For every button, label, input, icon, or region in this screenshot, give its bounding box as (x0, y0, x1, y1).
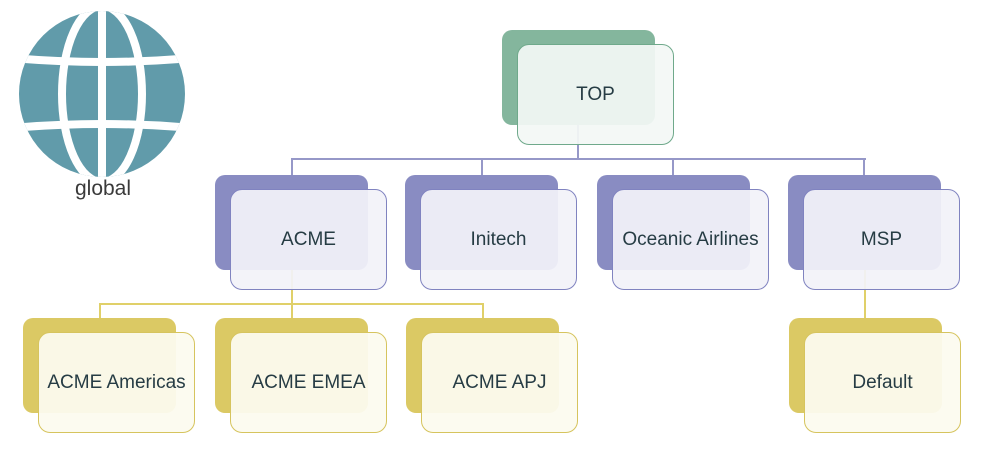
org-node-default-front-card[interactable]: Default (804, 332, 961, 433)
org-node-acme-americas-label: ACME Americas (47, 371, 186, 393)
org-node-top[interactable]: TOP (502, 30, 674, 146)
connector-drop-msp (863, 158, 865, 176)
org-node-oceanic-airlines[interactable]: Oceanic Airlines (597, 175, 769, 291)
org-node-acme-emea-front-card[interactable]: ACME EMEA (230, 332, 387, 433)
org-node-acme-apj-front-card[interactable]: ACME APJ (421, 332, 578, 433)
org-node-acme-americas[interactable]: ACME Americas (23, 318, 195, 434)
org-node-oceanic-airlines-label: Oceanic Airlines (622, 228, 759, 250)
org-node-acme-emea[interactable]: ACME EMEA (215, 318, 387, 434)
org-node-top-front-card[interactable]: TOP (517, 44, 674, 145)
org-node-initech-label: Initech (470, 228, 527, 250)
org-node-msp-front-card[interactable]: MSP (803, 189, 960, 290)
globe-icon[interactable] (17, 9, 187, 179)
org-node-msp-label: MSP (860, 228, 903, 250)
org-node-initech[interactable]: Initech (405, 175, 577, 291)
connector-msp-default (864, 260, 866, 320)
org-node-oceanic-airlines-front-card[interactable]: Oceanic Airlines (612, 189, 769, 290)
org-node-acme-label: ACME (281, 228, 336, 250)
org-node-msp[interactable]: MSP (788, 175, 960, 291)
org-node-acme-front-card[interactable]: ACME (230, 189, 387, 290)
connector-drop-acme-emea (291, 303, 293, 320)
connector-level2-bus (291, 158, 866, 160)
connector-drop-oceanic (672, 158, 674, 176)
org-node-top-label: TOP (576, 83, 615, 105)
org-node-acme-apj-label: ACME APJ (452, 371, 547, 393)
org-node-default-label: Default (852, 371, 913, 393)
org-node-acme-americas-front-card[interactable]: ACME Americas (38, 332, 195, 433)
org-node-acme-apj[interactable]: ACME APJ (406, 318, 578, 434)
org-node-acme-emea-label: ACME EMEA (251, 371, 366, 393)
connector-drop-acme-americas (99, 303, 101, 320)
org-node-default[interactable]: Default (789, 318, 961, 434)
globe-label: global (74, 177, 132, 200)
org-node-initech-front-card[interactable]: Initech (420, 189, 577, 290)
connector-drop-acme-apj (482, 303, 484, 320)
org-node-acme[interactable]: ACME (215, 175, 387, 291)
connector-drop-acme (291, 158, 293, 176)
connector-drop-initech (481, 158, 483, 176)
